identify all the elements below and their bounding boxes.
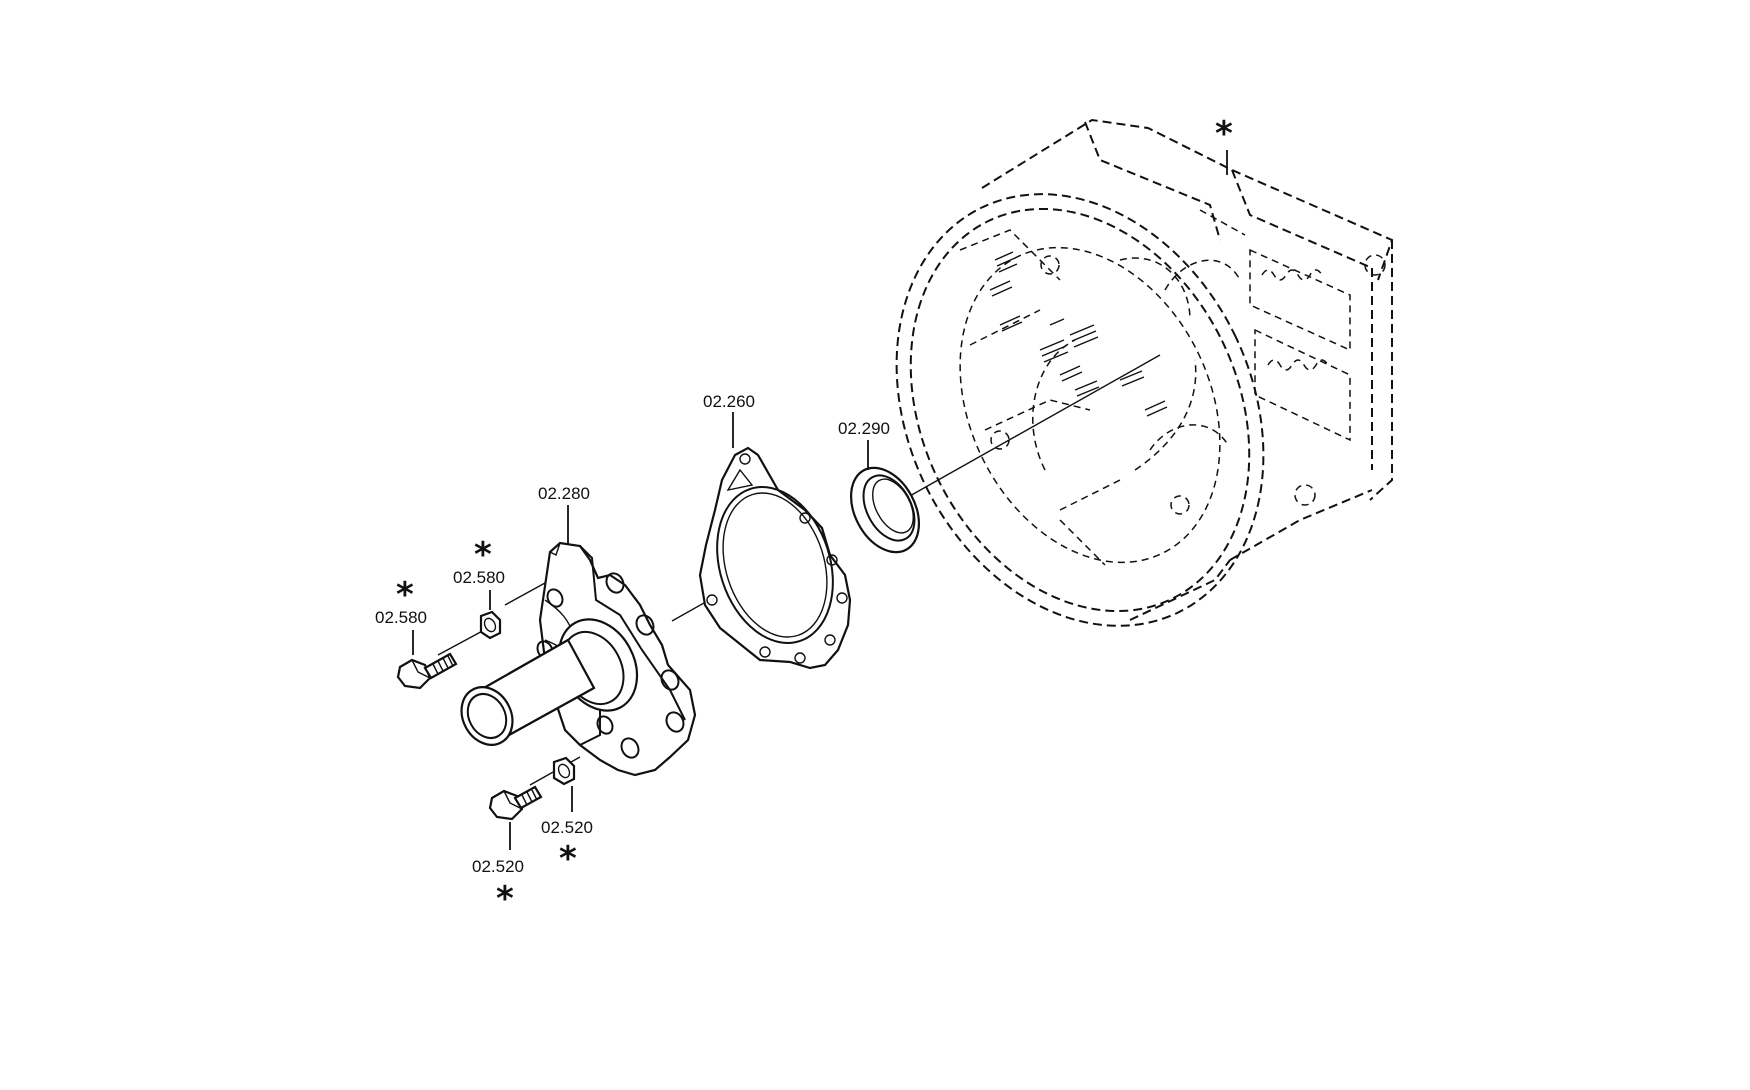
seal-ring-part [850, 440, 920, 554]
upper-bolt-part [396, 630, 458, 690]
upper-nut-note: * [474, 535, 492, 575]
upper-bolt-note: * [396, 575, 414, 615]
cover-label: 02.280 [538, 484, 590, 503]
lower-bolt-label: 02.520 [472, 857, 524, 876]
transmission-housing [895, 118, 1394, 627]
upper-nut-part [479, 590, 502, 640]
lower-bolt-note: * [496, 879, 514, 919]
gasket-part [698, 412, 852, 670]
lower-bolt-part [488, 785, 543, 850]
housing-note-mark: * [1215, 114, 1233, 154]
lower-nut-part [552, 756, 576, 812]
upper-nut-label: 02.580 [453, 568, 505, 587]
upper-bolt-label: 02.580 [375, 608, 427, 627]
seal-ring-label: 02.290 [838, 419, 890, 438]
housing-note: * [1215, 114, 1233, 175]
cover-part [460, 505, 697, 777]
gasket-label: 02.260 [703, 392, 755, 411]
lower-nut-label: 02.520 [541, 818, 593, 837]
lower-nut-note: * [559, 839, 577, 879]
